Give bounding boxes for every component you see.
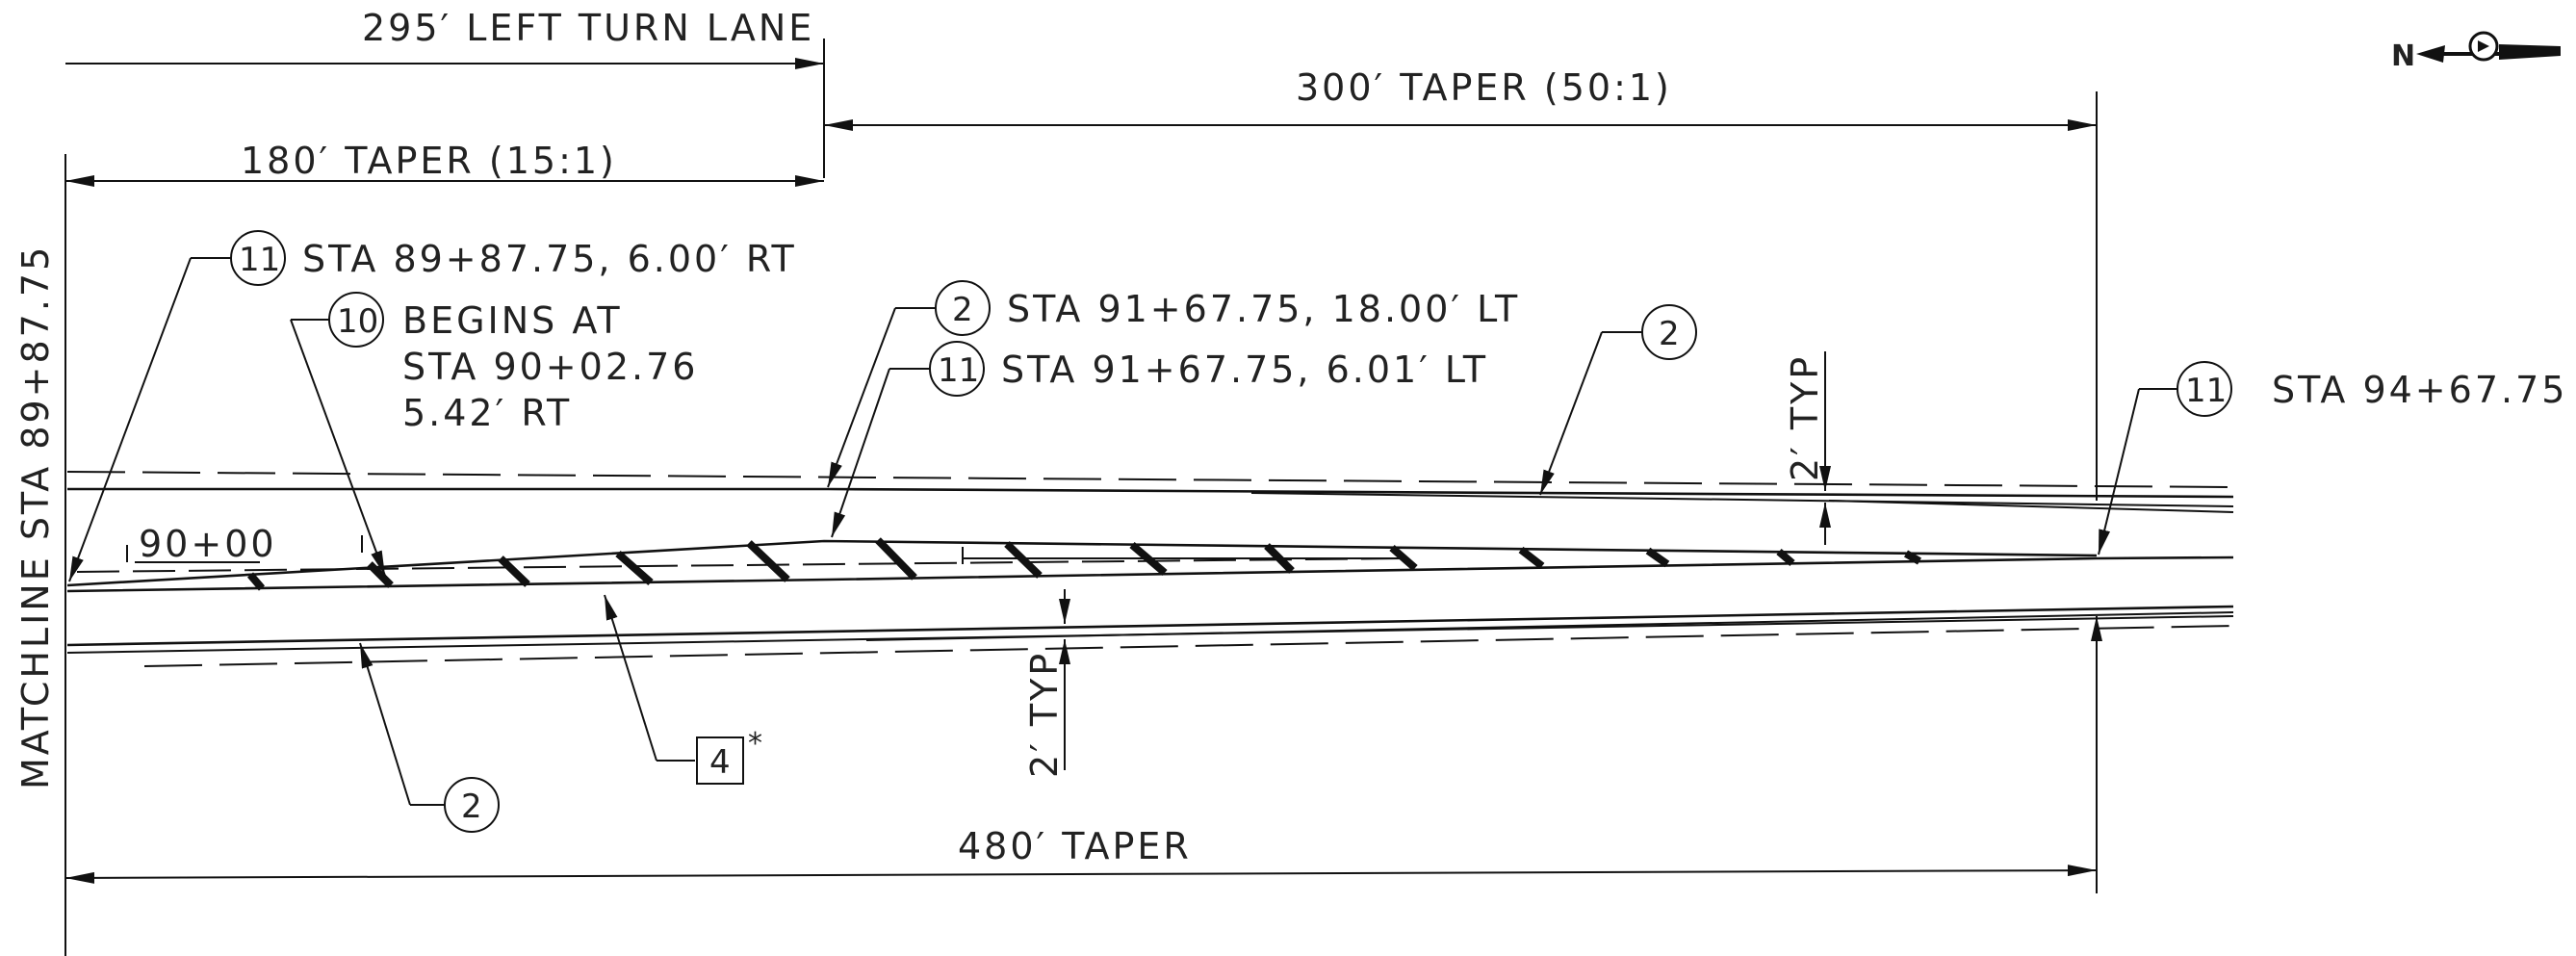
matchline: MATCHLINE STA 89+87.75 [14, 154, 66, 956]
taper-180-label: 180′ TAPER (15:1) [241, 140, 617, 182]
callout-10-line3: 5.42′ RT [402, 392, 572, 434]
north-arrow-icon: N [2391, 31, 2561, 73]
callout-2-sta-9167: 2 STA 91+67.75, 18.00′ LT [827, 280, 1520, 488]
callout-10-line2: STA 90+02.76 [402, 346, 698, 388]
callout-11c-text: STA 94+67.75 [2272, 369, 2567, 411]
callout-2-bottom: 2 [359, 642, 500, 833]
matchline-label: MATCHLINE STA 89+87.75 [14, 245, 57, 789]
roadway-top-edge [66, 471, 2234, 513]
callout-2-text: STA 91+67.75, 18.00′ LT [1007, 288, 1520, 330]
callout-2-right: 2 [1539, 304, 1697, 496]
typ-top-dimension: 2′ TYP [1784, 351, 1831, 545]
callout-2-bottom-number: 2 [461, 788, 482, 826]
taper-island [66, 539, 2234, 593]
callout-4-box: 4 * [604, 594, 764, 785]
callout-11b-number: 11 [938, 351, 979, 390]
left-turn-lane-label: 295′ LEFT TURN LANE [362, 7, 814, 49]
callout-10-number: 10 [337, 302, 378, 341]
callout-10-line1: BEGINS AT [402, 299, 623, 342]
station-90-label: 90+00 [139, 523, 277, 565]
station-90-marker: 90+00 [126, 523, 363, 565]
dimension-taper-300: 300′ TAPER (50:1) [824, 66, 2098, 501]
callout-11-sta-9467: 11 STA 94+67.75 [2098, 361, 2567, 556]
callout-2-number: 2 [952, 291, 973, 329]
callout-10-begins: 10 BEGINS AT STA 90+02.76 5.42′ RT [290, 292, 698, 577]
typ-bottom-label: 2′ TYP [1023, 651, 1066, 778]
callout-11b-text: STA 91+67.75, 6.01′ LT [1001, 349, 1488, 391]
taper-480-label: 480′ TAPER [958, 825, 1192, 867]
callout-11-sta-8987: 11 STA 89+87.75, 6.00′ RT [68, 230, 797, 582]
callout-4-asterisk: * [748, 727, 764, 761]
typ-bottom-dimension: 2′ TYP [1023, 589, 1070, 778]
callout-11c-number: 11 [2185, 372, 2227, 410]
typ-top-label: 2′ TYP [1784, 354, 1826, 481]
taper-300-label: 300′ TAPER (50:1) [1296, 66, 1672, 109]
callout-4-number: 4 [709, 743, 731, 782]
callout-11-number: 11 [239, 241, 280, 279]
dimension-taper-180: 180′ TAPER (15:1) [65, 140, 824, 187]
callout-11-text: STA 89+87.75, 6.00′ RT [302, 238, 797, 280]
roadway-bottom-edge [66, 605, 2234, 667]
dimension-taper-480: 480′ TAPER [64, 616, 2102, 893]
dimension-left-turn-lane: 295′ LEFT TURN LANE [65, 7, 825, 178]
island-hatching [246, 537, 1921, 591]
callout-2-right-number: 2 [1659, 315, 1680, 353]
callout-11-sta-9167: 11 STA 91+67.75, 6.01′ LT [831, 341, 1488, 538]
north-letter: N [2391, 39, 2415, 73]
